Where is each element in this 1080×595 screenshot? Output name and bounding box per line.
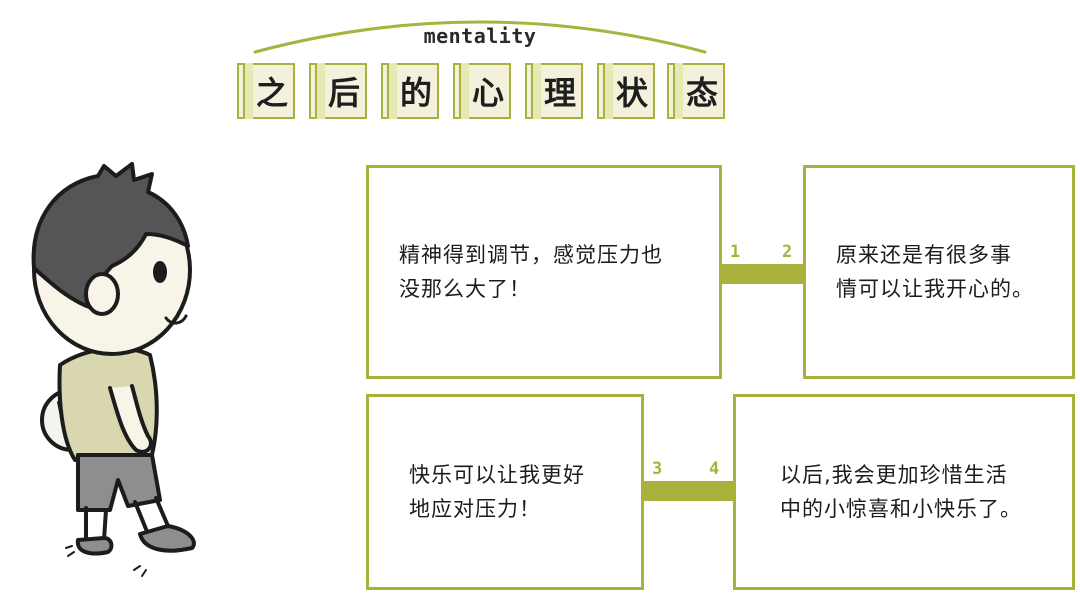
card-number: 1 bbox=[730, 242, 741, 262]
card-4: 以后,我会更加珍惜生活 中的小惊喜和小快乐了。 bbox=[733, 394, 1075, 590]
card-text: 精神得到调节，感觉压力也 没那么大了！ bbox=[399, 243, 663, 301]
connector-1-2 bbox=[720, 264, 804, 284]
connector-3-4 bbox=[642, 481, 734, 501]
card-text: 快乐可以让我更好 地应对压力！ bbox=[409, 463, 585, 521]
header-subtitle: mentality bbox=[423, 24, 537, 48]
header-arc bbox=[253, 20, 707, 54]
title-tile: 态 bbox=[667, 63, 725, 119]
card-number: 2 bbox=[782, 242, 793, 262]
title-tile: 后 bbox=[309, 63, 367, 119]
card-number: 4 bbox=[709, 459, 720, 479]
title-tile: 的 bbox=[381, 63, 439, 119]
card-number: 3 bbox=[652, 459, 663, 479]
boy-holding-ball-icon bbox=[31, 162, 196, 577]
title-tile: 心 bbox=[453, 63, 511, 119]
page-title: 之 后 的 心 理 状 态 bbox=[233, 63, 725, 121]
title-tile: 理 bbox=[525, 63, 583, 119]
card-text: 原来还是有很多事 情可以让我开心的。 bbox=[836, 243, 1034, 301]
card-3: 快乐可以让我更好 地应对压力！ bbox=[366, 394, 644, 590]
card-text: 以后,我会更加珍惜生活 中的小惊喜和小快乐了。 bbox=[780, 463, 1022, 521]
title-tile: 状 bbox=[597, 63, 655, 119]
card-2: 原来还是有很多事 情可以让我开心的。 bbox=[803, 165, 1075, 379]
title-tile: 之 bbox=[237, 63, 295, 119]
card-1: 精神得到调节，感觉压力也 没那么大了！ bbox=[366, 165, 722, 379]
